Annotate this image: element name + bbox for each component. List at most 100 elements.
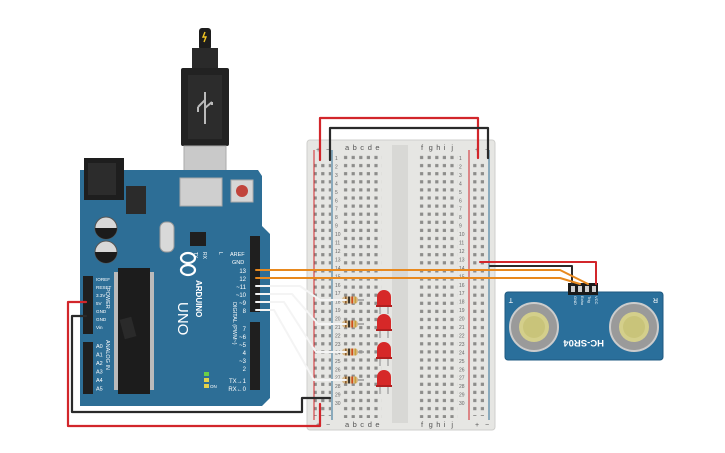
usb-cable <box>181 28 229 187</box>
row-number: 4 <box>335 181 338 187</box>
column-label: h <box>436 420 440 429</box>
row-number: 3 <box>335 173 338 179</box>
pin-label-digital: ~9 <box>239 301 247 307</box>
rail-plus-label: + <box>316 147 320 154</box>
rx-label: RX <box>201 252 207 260</box>
row-number: 24 <box>459 350 465 356</box>
receiver-icon <box>609 302 659 352</box>
row-number: 11 <box>459 241 464 247</box>
usb-icon <box>197 92 213 124</box>
wire-black-sensor-gnd <box>489 265 573 285</box>
wire-white-led1 <box>255 285 347 301</box>
pin-label-digital: ~6 <box>239 335 247 341</box>
row-number: 7 <box>459 207 462 213</box>
arduino-logo-icon <box>179 251 197 277</box>
pin-label-analog: A4 <box>96 378 103 384</box>
row-number: 10 <box>459 232 465 238</box>
row-number: 10 <box>335 232 341 238</box>
row-number: 9 <box>335 224 338 230</box>
row-number: 1 <box>459 156 462 162</box>
row-number: 21 <box>459 325 465 331</box>
row-number: 21 <box>335 325 341 331</box>
wire-orange-trig <box>255 269 589 285</box>
rail-minus-label-right-bottom: − <box>485 422 489 429</box>
pin-label-digital: 4 <box>243 351 247 357</box>
sensor-pin-label: Trig <box>587 296 592 303</box>
pin-label-digital: ~11 <box>236 285 246 291</box>
column-label: g <box>429 143 433 152</box>
red-led <box>376 370 392 394</box>
row-number: 5 <box>459 190 462 196</box>
row-number: 12 <box>335 249 341 255</box>
column-label: a <box>345 420 350 429</box>
wire-white-led3 <box>255 301 347 353</box>
pin-label-analog: A2 <box>96 361 103 367</box>
column-label: e <box>375 143 379 152</box>
voltage-regulator <box>126 186 146 214</box>
row-number: 3 <box>459 173 462 179</box>
row-number: 17 <box>459 291 465 297</box>
wire-black-rail-jumper <box>328 126 490 162</box>
row-number: 8 <box>459 215 462 221</box>
pin-label-power: GND <box>96 309 107 314</box>
row-number: 23 <box>459 342 465 348</box>
usb-port <box>179 177 223 207</box>
red-led <box>376 314 392 338</box>
pin-label-analog: A0 <box>96 344 103 350</box>
wire-red-5v <box>66 300 322 428</box>
row-number: 20 <box>459 317 465 323</box>
pin-label-digital: 12 <box>239 277 246 283</box>
pin-label-analog: A3 <box>96 370 103 376</box>
column-label: d <box>368 143 372 152</box>
digital-section-label: DIGITAL (PWM~) <box>231 302 237 345</box>
pin-label-digital: 8 <box>243 309 247 315</box>
row-number: 27 <box>459 376 465 382</box>
column-label: b <box>353 420 357 429</box>
arduino-uno-board: ARDUINO UNO POWER ANALOG IN DIGITAL (PWM… <box>80 158 270 406</box>
pin-label-power: GND <box>96 317 107 322</box>
row-number: 13 <box>335 257 341 263</box>
row-number: 6 <box>459 198 462 204</box>
pin-label-power: 3.3V <box>96 293 106 298</box>
column-label: b <box>353 143 357 152</box>
row-number: 17 <box>335 291 341 297</box>
row-number: 7 <box>335 207 338 213</box>
pin-label-digital: 13 <box>239 269 246 275</box>
row-number: 13 <box>459 257 465 263</box>
row-number: 2 <box>459 164 462 170</box>
power-section-label: POWER <box>104 288 110 309</box>
row-number: 6 <box>335 198 338 204</box>
row-number: 1 <box>335 156 338 162</box>
row-number: 16 <box>459 283 465 289</box>
row-number: 28 <box>459 384 465 390</box>
transmitter-icon <box>509 302 559 352</box>
brand-label: ARDUINO <box>194 280 203 317</box>
model-label: UNO <box>174 302 191 335</box>
row-number: 16 <box>335 283 341 289</box>
sensor-pin-label: VCC <box>594 296 599 305</box>
wire-black-gnd <box>70 314 332 414</box>
column-label: e <box>375 420 379 429</box>
sensor-pin-label: GND <box>573 296 578 305</box>
row-number: 11 <box>335 241 340 247</box>
analog-header <box>83 342 93 394</box>
column-label: f <box>421 143 424 152</box>
column-label: a <box>345 143 350 152</box>
wire-white-led4 <box>255 309 347 381</box>
on-label: ON <box>210 384 217 389</box>
sensor-t-mark: T <box>508 296 513 303</box>
row-number: 14 <box>459 266 465 272</box>
pin-label-aref: AREF <box>230 252 245 258</box>
pin-label-digital: ~5 <box>239 343 247 349</box>
pin-label-power: IOREF <box>96 277 110 282</box>
l-label: L <box>217 252 223 255</box>
wire-red-sensor-vcc <box>479 261 597 285</box>
row-number: 19 <box>459 308 465 314</box>
sensor-pin-label: Echo <box>580 296 585 306</box>
row-number: 25 <box>335 359 341 365</box>
red-led <box>376 342 392 366</box>
row-number: 26 <box>459 367 465 373</box>
sensor-model-label: HC-SR04 <box>563 337 604 348</box>
pin-label-power: 5V <box>96 301 103 306</box>
